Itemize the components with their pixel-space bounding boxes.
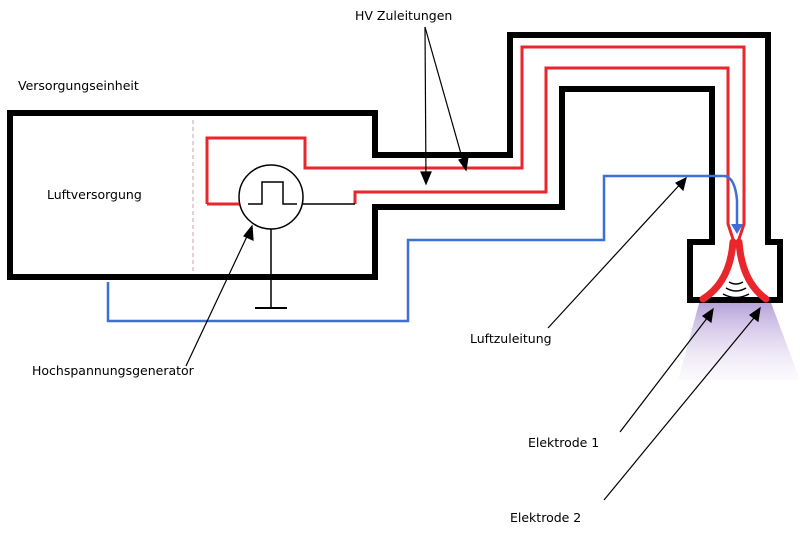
electrode-2 — [735, 238, 770, 303]
hv-lead-1 — [205, 45, 746, 243]
air-supply-label: Luftversorgung — [47, 187, 142, 202]
hv-generator-label: Hochspannungsgenerator — [32, 363, 195, 378]
electrode-1-label: Elektrode 1 — [528, 435, 599, 450]
ground-icon — [255, 229, 287, 309]
electrode-1 — [699, 238, 737, 303]
generator-pointer — [185, 224, 254, 367]
air-line-arrowhead — [731, 224, 743, 234]
electrode-2-label: Elektrode 2 — [510, 510, 581, 525]
plasma-plume — [678, 300, 800, 380]
air-supply-line — [106, 174, 739, 323]
discharge-icon — [722, 281, 750, 299]
electrode-1-pointer — [619, 307, 714, 433]
air-line-label: Luftzuleitung — [470, 331, 552, 346]
generator-icon — [238, 164, 304, 230]
supply-unit-housing — [7, 32, 783, 303]
hv-lead-2 — [353, 66, 736, 243]
electrode-2-pointer — [603, 306, 761, 501]
hv-leads-pointers — [420, 26, 469, 186]
hv-leads-label: HV Zuleitungen — [355, 8, 452, 23]
supply-unit-label: Versorgungseinheit — [18, 78, 139, 93]
air-line-pointer — [547, 176, 687, 329]
